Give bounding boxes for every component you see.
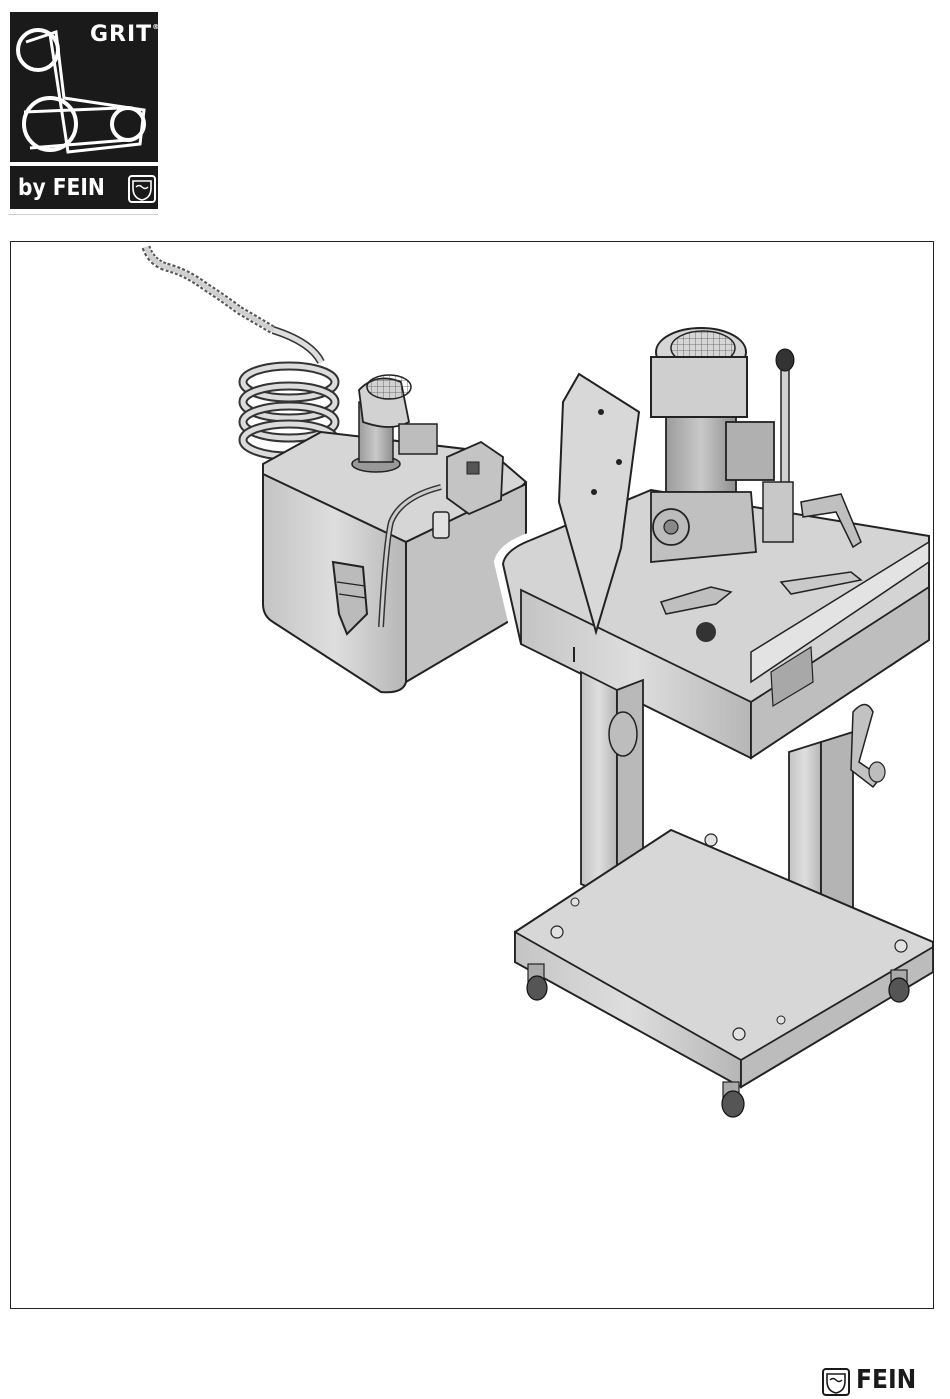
grinding-machine: [499, 328, 933, 1117]
product-illustration-frame: [10, 241, 934, 1309]
coolant-hose: [146, 247, 335, 456]
fein-seal-icon: [128, 175, 156, 203]
logo-underline: [8, 214, 158, 215]
logo-divider: [10, 162, 158, 166]
footer-brand-text: FEIN: [856, 1367, 916, 1393]
logo-byline: by FEIN: [18, 177, 105, 200]
logo-brand: GRIT®: [90, 24, 160, 46]
machine-illustration: [11, 242, 934, 1309]
fein-seal-icon: [822, 1368, 850, 1396]
grit-by-fein-logo: GRIT® by FEIN: [10, 12, 158, 209]
footer-fein-logo: FEIN: [822, 1368, 942, 1396]
